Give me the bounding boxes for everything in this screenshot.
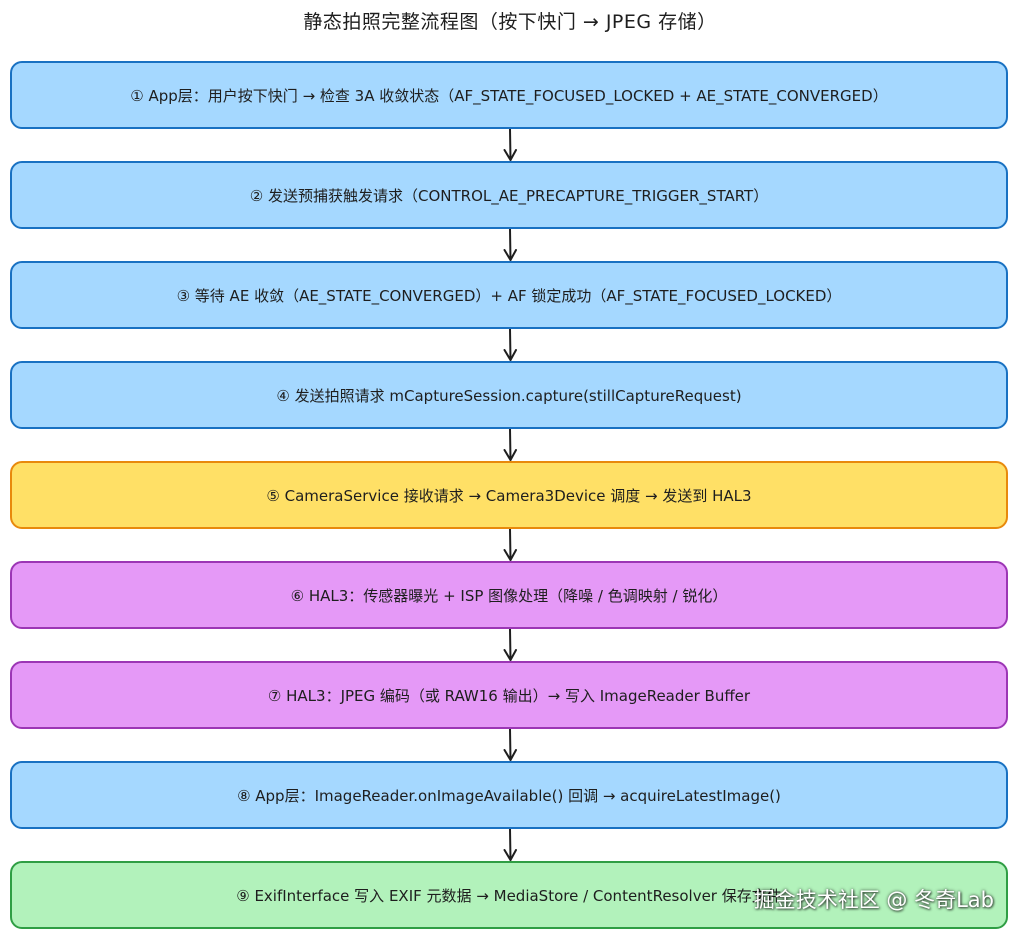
arrow-2-to-3 — [503, 228, 517, 261]
arrow-8-to-9 — [503, 828, 517, 861]
watermark: 掘金技术社区 @ 冬奇Lab — [753, 888, 994, 912]
arrow-3-to-4 — [503, 328, 517, 361]
step-2-precapture-trigger: ② 发送预捕获触发请求（CONTROL_AE_PRECAPTURE_TRIGGE… — [10, 161, 1008, 229]
arrow-5-to-6 — [503, 528, 517, 561]
step-9-exif-save: ⑨ ExifInterface 写入 EXIF 元数据 → MediaStore… — [10, 861, 1008, 929]
step-3-label: ③ 等待 AE 收敛（AE_STATE_CONVERGED）+ AF 锁定成功（… — [176, 286, 842, 305]
step-1-app-shutter: ① App层：用户按下快门 → 检查 3A 收敛状态（AF_STATE_FOCU… — [10, 61, 1008, 129]
arrow-4-to-5 — [503, 428, 517, 461]
step-6-hal3-isp: ⑥ HAL3：传感器曝光 + ISP 图像处理（降噪 / 色调映射 / 锐化） — [10, 561, 1008, 629]
step-5-camera-service: ⑤ CameraService 接收请求 → Camera3Device 调度 … — [10, 461, 1008, 529]
step-7-label: ⑦ HAL3：JPEG 编码（或 RAW16 输出）→ 写入 ImageRead… — [267, 686, 751, 705]
step-3-wait-3a: ③ 等待 AE 收敛（AE_STATE_CONVERGED）+ AF 锁定成功（… — [10, 261, 1008, 329]
arrow-6-to-7 — [503, 628, 517, 661]
step-1-label: ① App层：用户按下快门 → 检查 3A 收敛状态（AF_STATE_FOCU… — [130, 86, 888, 105]
step-5-label: ⑤ CameraService 接收请求 → Camera3Device 调度 … — [266, 486, 752, 505]
step-8-image-available: ⑧ App层：ImageReader.onImageAvailable() 回调… — [10, 761, 1008, 829]
step-7-hal3-jpeg: ⑦ HAL3：JPEG 编码（或 RAW16 输出）→ 写入 ImageRead… — [10, 661, 1008, 729]
step-8-label: ⑧ App层：ImageReader.onImageAvailable() 回调… — [237, 786, 781, 805]
diagram-title: 静态拍照完整流程图（按下快门 → JPEG 存储） — [303, 11, 717, 33]
arrow-1-to-2 — [503, 128, 517, 161]
arrow-7-to-8 — [503, 728, 517, 761]
step-9-label: ⑨ ExifInterface 写入 EXIF 元数据 → MediaStore… — [236, 886, 782, 905]
step-4-label: ④ 发送拍照请求 mCaptureSession.capture(stillCa… — [276, 386, 742, 405]
step-4-capture-request: ④ 发送拍照请求 mCaptureSession.capture(stillCa… — [10, 361, 1008, 429]
step-6-label: ⑥ HAL3：传感器曝光 + ISP 图像处理（降噪 / 色调映射 / 锐化） — [290, 586, 728, 605]
step-2-label: ② 发送预捕获触发请求（CONTROL_AE_PRECAPTURE_TRIGGE… — [249, 186, 769, 205]
